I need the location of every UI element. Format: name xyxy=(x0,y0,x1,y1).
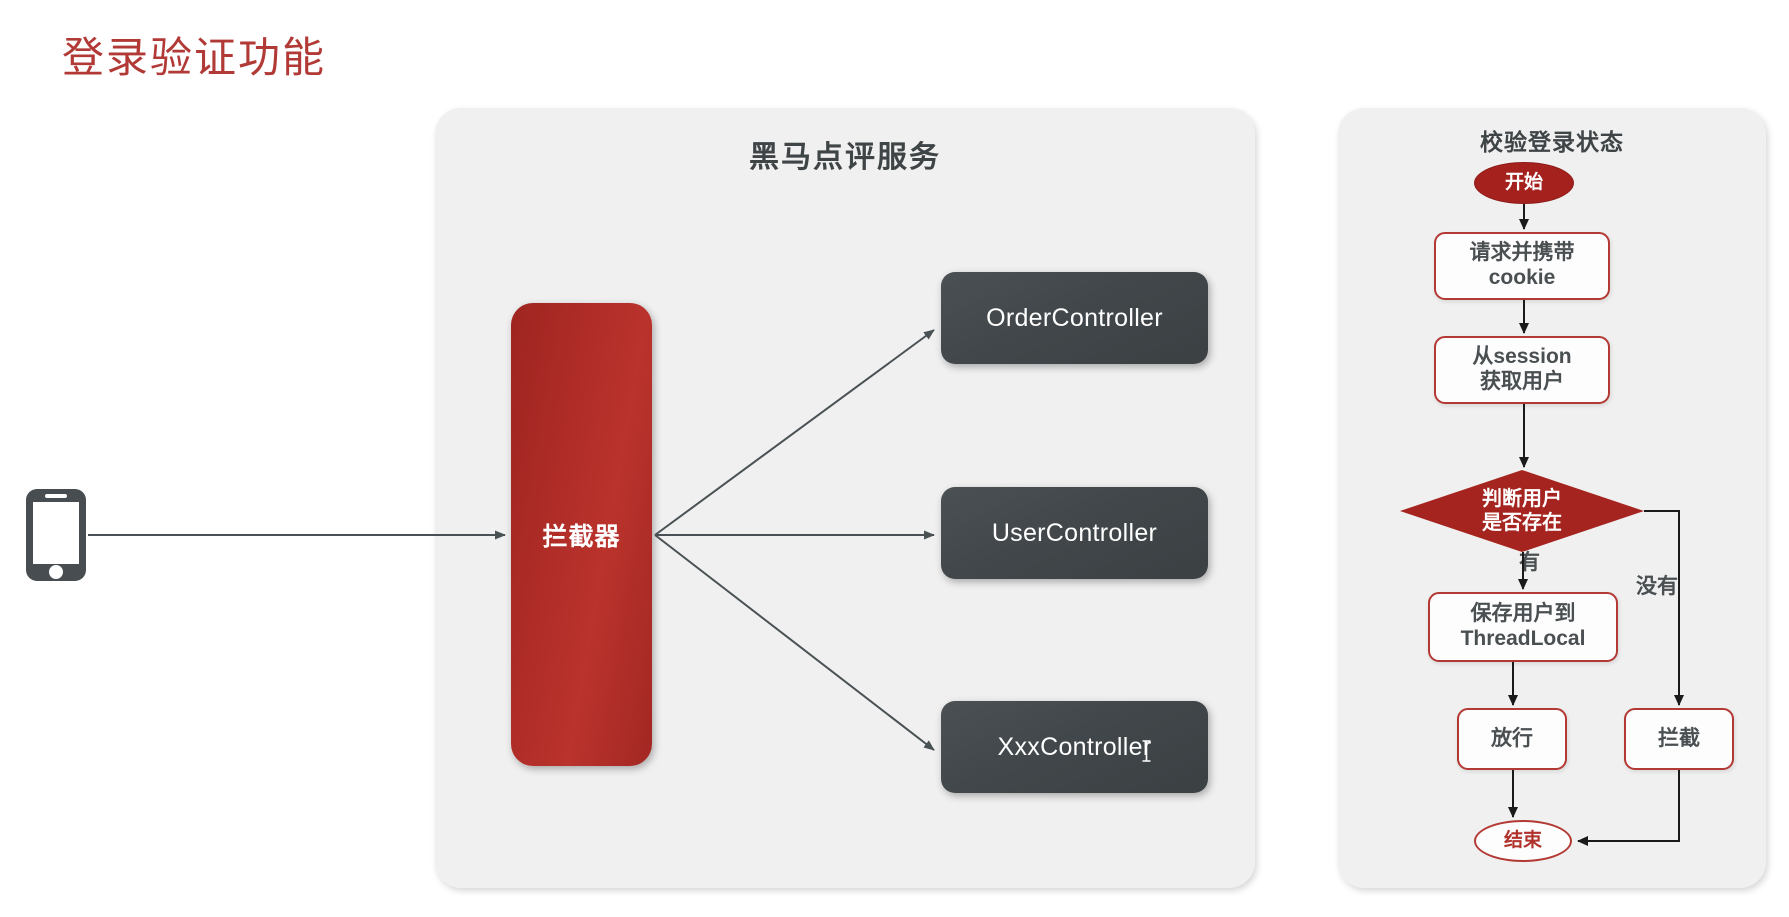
edge-label-no: 没有 xyxy=(1636,575,1678,598)
flow-node-get-user-from-session[interactable]: 从session 获取用户 xyxy=(1434,336,1610,404)
flow-node-start[interactable]: 开始 xyxy=(1474,162,1574,204)
page-title: 登录验证功能 xyxy=(62,36,327,82)
flow-node-pass[interactable]: 放行 xyxy=(1457,708,1567,770)
flow-node-save-user-threadlocal[interactable]: 保存用户到 ThreadLocal xyxy=(1428,592,1618,662)
flow-node-start-label: 开始 xyxy=(1504,171,1543,193)
flow-node-pass-label: 放行 xyxy=(1491,726,1533,750)
service-panel-title: 黑马点评服务 xyxy=(749,141,941,174)
flow-node-user-exists-label: 判断用户 是否存在 xyxy=(1482,488,1562,534)
flow-node-user-exists-decision[interactable]: 判断用户 是否存在 xyxy=(1400,470,1644,552)
edge-label-yes: 有 xyxy=(1519,551,1540,574)
order-controller-label: OrderController xyxy=(986,303,1163,332)
flow-node-end-label: 结束 xyxy=(1503,829,1542,851)
user-controller-box[interactable]: UserController xyxy=(941,487,1208,579)
flow-node-block-label: 拦截 xyxy=(1658,726,1700,750)
smartphone-icon xyxy=(26,489,86,581)
interceptor-label: 拦截器 xyxy=(542,522,621,551)
user-controller-label: UserController xyxy=(991,518,1158,547)
flow-panel-title: 校验登录状态 xyxy=(1480,129,1624,155)
order-controller-box[interactable]: OrderController xyxy=(941,272,1208,364)
flow-node-request-cookie-label: 请求并携带 cookie xyxy=(1469,241,1575,289)
flow-node-block[interactable]: 拦截 xyxy=(1624,708,1734,770)
flow-node-end[interactable]: 结束 xyxy=(1474,820,1572,862)
flow-node-save-user-threadlocal-label: 保存用户到 ThreadLocal xyxy=(1460,602,1586,650)
flow-node-get-user-from-session-label: 从session 获取用户 xyxy=(1472,345,1572,393)
xxx-controller-box[interactable]: XxxController xyxy=(941,701,1208,793)
interceptor-box[interactable]: 拦截器 xyxy=(511,303,652,766)
flow-node-request-cookie[interactable]: 请求并携带 cookie xyxy=(1434,232,1610,300)
xxx-controller-label: XxxController xyxy=(997,732,1152,761)
